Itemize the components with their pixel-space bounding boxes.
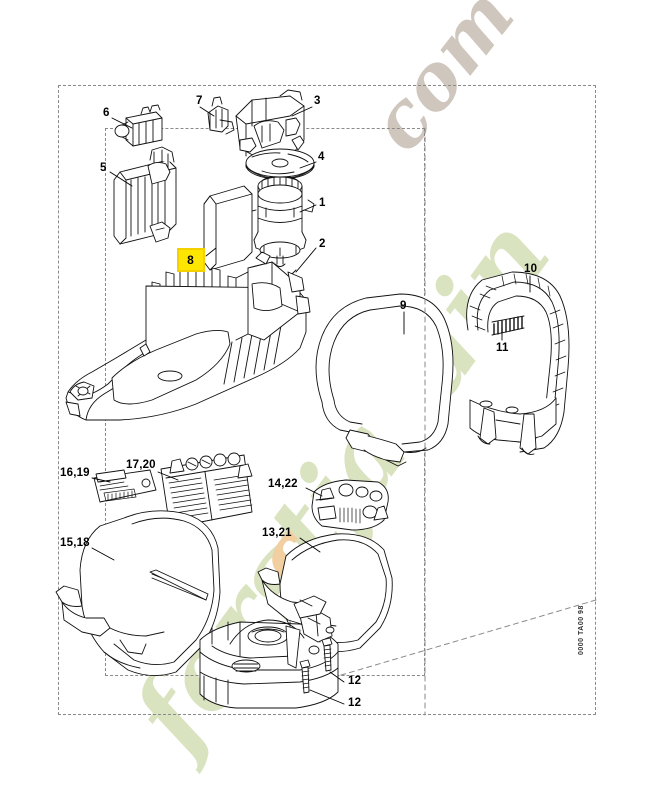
- callout-label-14-22[interactable]: 14,22: [268, 478, 298, 490]
- callout-label-8-highlighted[interactable]: 8: [177, 248, 205, 272]
- callout-label-2[interactable]: 2: [319, 238, 326, 250]
- outer-dashed-boundary: [58, 85, 596, 715]
- callout-label-15-18[interactable]: 15,18: [60, 537, 90, 549]
- callout-label-13-21[interactable]: 13,21: [262, 527, 292, 539]
- callout-label-10[interactable]: 10: [524, 263, 538, 275]
- inner-dashed-boundary: [105, 128, 425, 676]
- callout-label-3[interactable]: 3: [314, 95, 321, 107]
- callout-label-6[interactable]: 6: [103, 107, 110, 119]
- callout-label-9[interactable]: 9: [400, 300, 407, 312]
- callout-label-5[interactable]: 5: [100, 162, 107, 174]
- callout-label-12-upper[interactable]: 12: [348, 675, 362, 687]
- sheet-code-text: 0000 TA00 98: [578, 605, 585, 655]
- callout-label-11[interactable]: 11: [496, 342, 509, 354]
- callout-label-1[interactable]: 1: [319, 197, 326, 209]
- callout-label-17-20[interactable]: 17,20: [126, 459, 156, 471]
- callout-label-4[interactable]: 4: [318, 151, 325, 163]
- callout-label-7[interactable]: 7: [196, 95, 203, 107]
- callout-label-12-lower[interactable]: 12: [348, 697, 362, 709]
- callout-label-16-19[interactable]: 16,19: [60, 467, 90, 479]
